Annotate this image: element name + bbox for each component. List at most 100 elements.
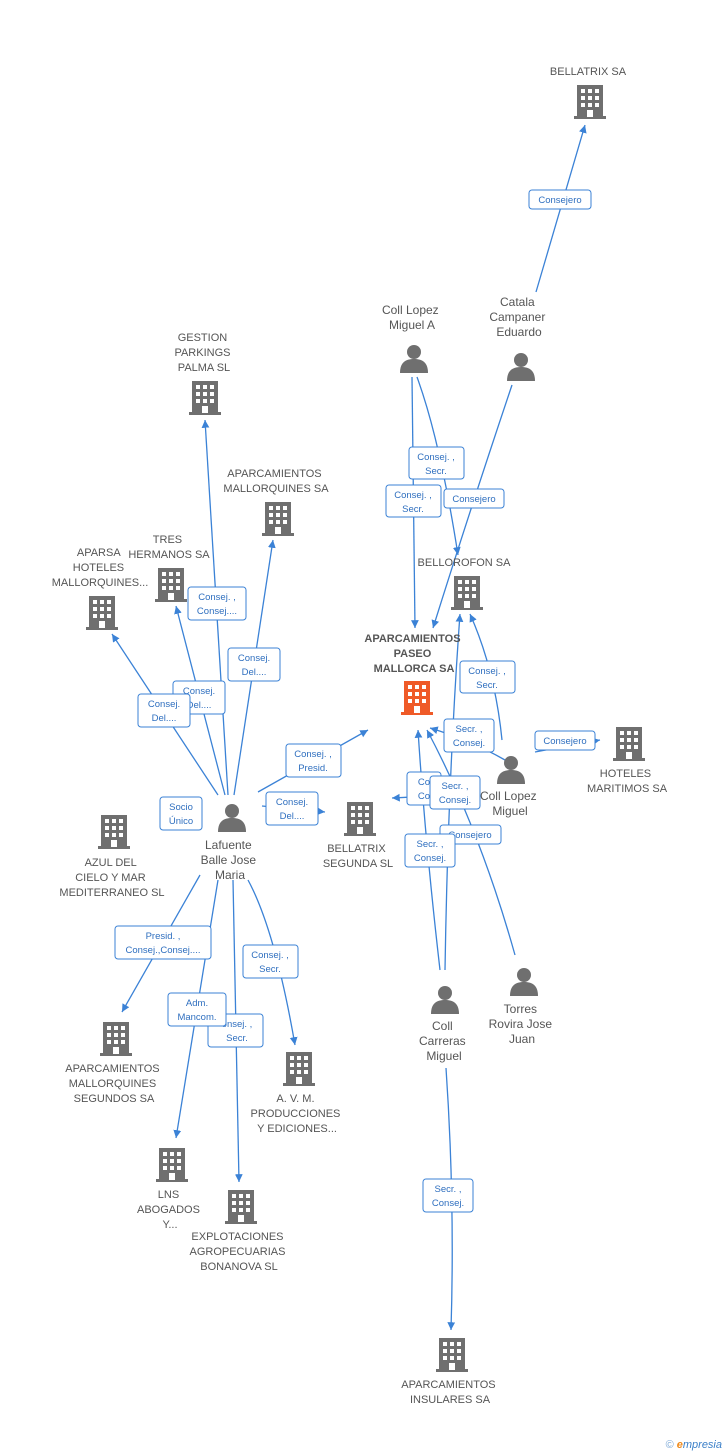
company-label: APARCAMIENTOS INSULARES SA [401, 1379, 498, 1406]
person-catala[interactable]: Catala Campaner Eduardo [489, 295, 548, 381]
brand-logo-text: mpresia [682, 1439, 722, 1451]
company-bellatrix-segunda[interactable]: BELLATRIX SEGUNDA SL [323, 802, 393, 870]
company-label: GESTION PARKINGS PALMA SL [174, 332, 233, 374]
company-aparcamientos-insulares[interactable]: APARCAMIENTOS INSULARES SA [401, 1338, 498, 1406]
building-icon [100, 1022, 132, 1056]
person-lafuente[interactable]: Lafuente Balle Jose Maria [201, 804, 260, 882]
svg-text:Adm.Mancom.: Adm.Mancom. [177, 998, 216, 1023]
relation-label[interactable]: Consej.Del.... [227, 647, 281, 682]
svg-text:Consej.Del....: Consej.Del.... [183, 686, 215, 711]
svg-text:Secr. ,Consej.: Secr. ,Consej. [439, 781, 471, 806]
empresia-footer: ©empresia [666, 1439, 722, 1451]
relation-label[interactable]: Consej.Del.... [265, 791, 319, 826]
company-explotaciones[interactable]: EXPLOTACIONES AGROPECUARIAS BONANOVA SL [189, 1190, 288, 1273]
company-aparcamientos-segundos[interactable]: APARCAMIENTOS MALLORQUINES SEGUNDOS SA [65, 1022, 162, 1105]
building-icon [574, 85, 606, 119]
svg-text:Presid. ,Consej.,Consej....: Presid. ,Consej.,Consej.... [126, 931, 201, 956]
relation-label[interactable]: Consej. ,Secr. [385, 484, 442, 518]
person-coll-lopez-miguel-a[interactable]: Coll Lopez Miguel A [382, 303, 442, 373]
relation-label[interactable]: Consej. ,Secr. [459, 660, 516, 694]
person-coll-carreras[interactable]: Coll Carreras Miguel [419, 986, 469, 1063]
company-bellorofon[interactable]: BELLOROFON SA [418, 557, 512, 610]
relation-label[interactable]: Consejero [534, 730, 596, 751]
svg-text:Consej.Del....: Consej.Del.... [148, 699, 180, 724]
brand-logo-e: e [676, 1439, 683, 1451]
building-icon [98, 815, 130, 849]
company-label: TRES HERMANOS SA [128, 534, 210, 561]
relation-label[interactable]: Secr. ,Consej. [443, 718, 495, 753]
relation-label[interactable]: Secr. ,Consej. [422, 1178, 474, 1213]
company-tres-hermanos[interactable]: TRES HERMANOS SA [128, 534, 210, 602]
company-label: A. V. M. PRODUCCIONES Y EDICIONES... [251, 1093, 344, 1135]
relation-label[interactable]: Secr. ,Consej. [404, 833, 456, 868]
svg-text:Secr. ,Consej.: Secr. ,Consej. [453, 724, 485, 749]
company-hoteles-maritimos[interactable]: HOTELES MARITIMOS SA [587, 727, 668, 795]
company-gestion-parkings[interactable]: GESTION PARKINGS PALMA SL [174, 332, 233, 415]
person-icon [507, 353, 535, 381]
company-label: LNS ABOGADOS Y... [137, 1189, 203, 1231]
company-aparsa[interactable]: APARSA HOTELES MALLORQUINES... [52, 547, 149, 630]
person-label: Lafuente Balle Jose Maria [201, 838, 260, 882]
svg-text:Consejero: Consejero [538, 195, 581, 206]
company-label: APARCAMIENTOS MALLORQUINES SA [223, 468, 329, 495]
building-icon [613, 727, 645, 761]
relation-label[interactable]: Consej. ,Consej.... [187, 586, 247, 621]
svg-text:Consej. ,Presid.: Consej. ,Presid. [294, 749, 332, 774]
company-label: BELLATRIX SA [550, 66, 627, 78]
svg-text:Consej. ,Secr.: Consej. ,Secr. [394, 490, 432, 515]
person-label: Coll Lopez Miguel [480, 789, 540, 818]
company-aparcamientos-mallorquines[interactable]: APARCAMIENTOS MALLORQUINES SA [223, 468, 329, 536]
svg-text:Consej. ,Secr.: Consej. ,Secr. [468, 666, 506, 691]
building-icon [225, 1190, 257, 1224]
svg-text:Consejero: Consejero [452, 494, 495, 505]
company-lns[interactable]: LNS ABOGADOS Y... [137, 1148, 203, 1231]
relation-label[interactable]: Consej. ,Secr. [242, 944, 299, 979]
building-icon [283, 1052, 315, 1086]
relation-label[interactable]: Consejero [528, 189, 592, 210]
person-nodes: Coll Lopez Miguel A Catala Campaner Edua… [201, 295, 556, 1063]
person-label: Catala Campaner Eduardo [489, 295, 548, 339]
person-coll-lopez-miguel[interactable]: Coll Lopez Miguel [480, 756, 540, 818]
relation-labels: Consejero Consej. ,Secr. Consej. ,Secr. … [114, 189, 596, 1213]
building-icon [344, 802, 376, 836]
person-icon [510, 968, 538, 996]
company-avm[interactable]: A. V. M. PRODUCCIONES Y EDICIONES... [251, 1052, 344, 1135]
svg-text:Consej. ,Consej....: Consej. ,Consej.... [197, 592, 237, 617]
person-torres[interactable]: Torres Rovira Jose Juan [489, 968, 556, 1046]
person-icon [400, 345, 428, 373]
person-label: Coll Carreras Miguel [419, 1019, 469, 1063]
relation-label[interactable]: Consejero [443, 488, 505, 509]
relation-label[interactable]: Secr. ,Consej. [429, 775, 481, 810]
relation-label[interactable]: Presid. ,Consej.,Consej.... [114, 925, 212, 960]
building-icon [156, 1148, 188, 1182]
relation-label[interactable]: Consej. ,Secr. [408, 446, 465, 480]
relation-label[interactable]: Adm.Mancom. [167, 992, 227, 1027]
building-icon [262, 502, 294, 536]
company-azul-del-cielo[interactable]: AZUL DEL CIELO Y MAR MEDITERRANEO SL [59, 815, 165, 899]
person-label: Torres Rovira Jose Juan [489, 1002, 556, 1046]
company-bellatrix-sa[interactable]: BELLATRIX SA [550, 66, 627, 119]
company-main[interactable]: APARCAMIENTOS PASEO MALLORCA SA [364, 633, 463, 715]
svg-text:Consej.Del....: Consej.Del.... [238, 653, 270, 678]
svg-text:Consejero: Consejero [543, 736, 586, 747]
building-icon [155, 568, 187, 602]
relation-label[interactable]: Consej.Del.... [137, 693, 191, 728]
relation-label[interactable]: Consej. ,Presid. [285, 743, 342, 778]
company-label: AZUL DEL CIELO Y MAR MEDITERRANEO SL [59, 857, 164, 899]
svg-text:Consej.Del....: Consej.Del.... [276, 797, 308, 822]
svg-text:Secr. ,Consej.: Secr. ,Consej. [414, 839, 446, 864]
company-label: HOTELES MARITIMOS SA [587, 768, 668, 795]
building-icon [436, 1338, 468, 1372]
company-label: BELLOROFON SA [418, 557, 512, 569]
svg-text:onsej. ,Secr.: onsej. ,Secr. [222, 1019, 253, 1044]
svg-text:Consej. ,Secr.: Consej. ,Secr. [251, 950, 289, 975]
company-label: APARSA HOTELES MALLORQUINES... [52, 547, 149, 589]
person-icon [497, 756, 525, 784]
person-icon [218, 804, 246, 832]
svg-text:Secr. ,Consej.: Secr. ,Consej. [432, 1184, 464, 1209]
svg-text:Consejero: Consejero [448, 830, 491, 841]
